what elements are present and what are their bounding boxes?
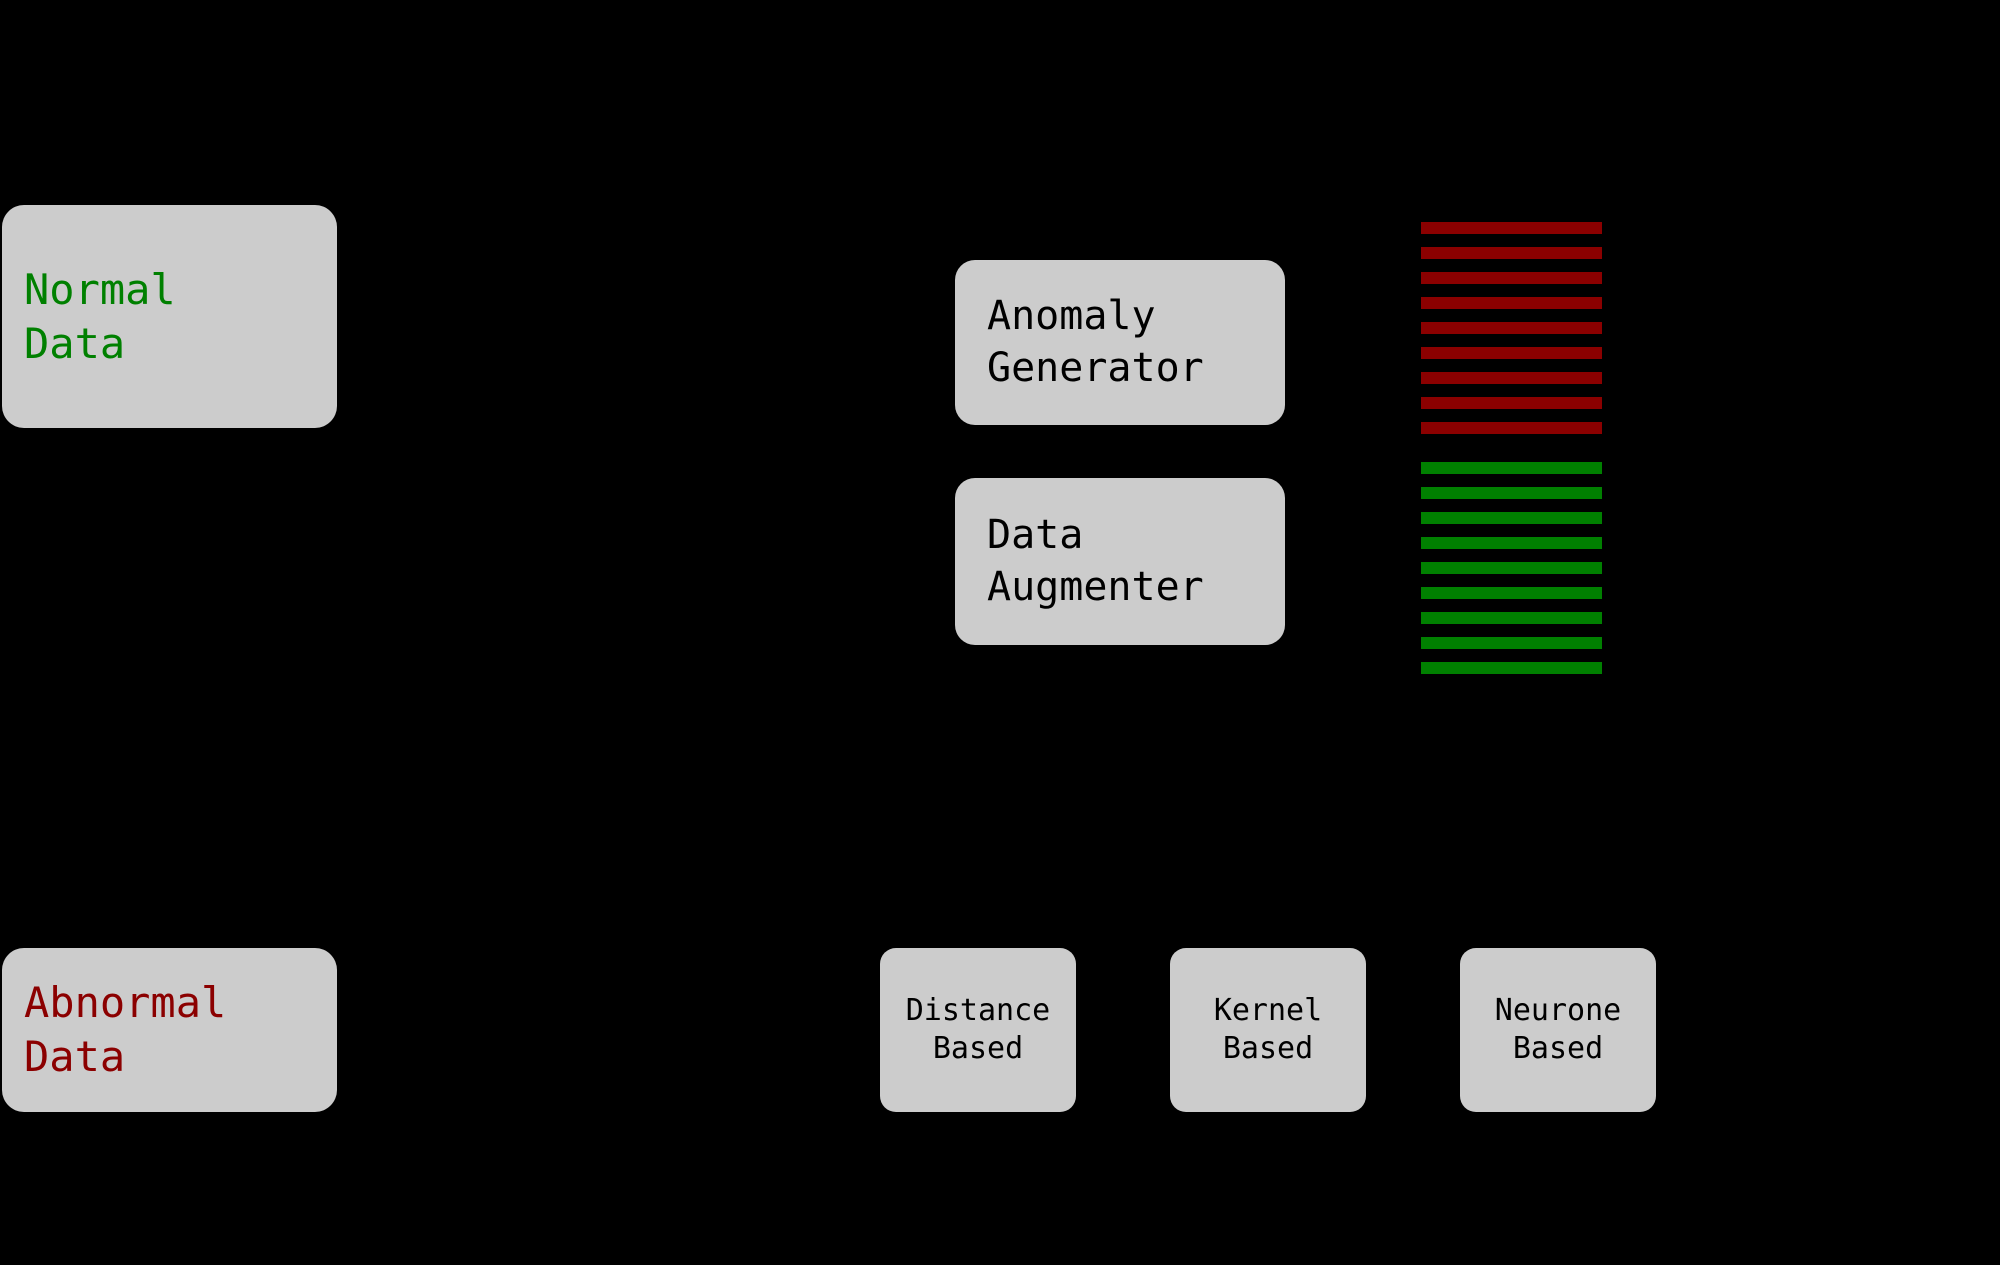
node-data-augmenter-line1: Data <box>987 512 1084 559</box>
normal-sample-bar <box>1421 512 1602 524</box>
normal-sample-bar <box>1421 662 1602 674</box>
node-method-neurone-based[interactable]: Neurone Based <box>1460 948 1656 1112</box>
abnormal-sample-bar <box>1421 247 1602 259</box>
node-method-kernel-based-line1: Kernel <box>1213 992 1323 1028</box>
node-method-neurone-based-line1: Neurone <box>1494 992 1622 1028</box>
normal-sample-bar <box>1421 537 1602 549</box>
node-abnormal-data-line1: Abnormal <box>24 978 227 1028</box>
node-data-augmenter-line2: Augmenter <box>987 563 1204 610</box>
normal-sample-bar <box>1421 637 1602 649</box>
node-method-kernel-based[interactable]: Kernel Based <box>1170 948 1366 1112</box>
node-normal-data-line2: Data <box>24 318 126 368</box>
augmented-sample-stack <box>1421 222 1602 687</box>
abnormal-sample-bar <box>1421 347 1602 359</box>
node-normal-data[interactable]: Normal Data <box>2 205 337 428</box>
abnormal-sample-bar <box>1421 297 1602 309</box>
normal-sample-bar <box>1421 612 1602 624</box>
node-abnormal-data[interactable]: Abnormal Data <box>2 948 337 1112</box>
abnormal-sample-bar <box>1421 422 1602 434</box>
normal-sample-bar <box>1421 562 1602 574</box>
abnormal-sample-bar <box>1421 372 1602 384</box>
normal-sample-bar <box>1421 462 1602 474</box>
node-normal-data-line1: Normal <box>24 264 176 314</box>
abnormal-sample-bar <box>1421 322 1602 334</box>
node-anomaly-generator[interactable]: Anomaly Generator <box>955 260 1285 425</box>
abnormal-sample-bar <box>1421 222 1602 234</box>
node-method-neurone-based-line2: Based <box>1512 1031 1604 1066</box>
normal-sample-bar <box>1421 487 1602 499</box>
node-method-distance-based-line2: Based <box>932 1031 1024 1066</box>
node-method-distance-based-line1: Distance <box>905 992 1051 1028</box>
abnormal-sample-bar <box>1421 397 1602 409</box>
node-anomaly-generator-line1: Anomaly <box>987 293 1156 340</box>
node-method-distance-based[interactable]: Distance Based <box>880 948 1076 1112</box>
node-method-kernel-based-line2: Based <box>1222 1031 1314 1066</box>
node-abnormal-data-line2: Data <box>24 1032 126 1081</box>
abnormal-sample-bar <box>1421 272 1602 284</box>
normal-sample-bar <box>1421 587 1602 599</box>
node-anomaly-generator-line2: Generator <box>987 344 1204 391</box>
node-data-augmenter[interactable]: Data Augmenter <box>955 478 1285 645</box>
